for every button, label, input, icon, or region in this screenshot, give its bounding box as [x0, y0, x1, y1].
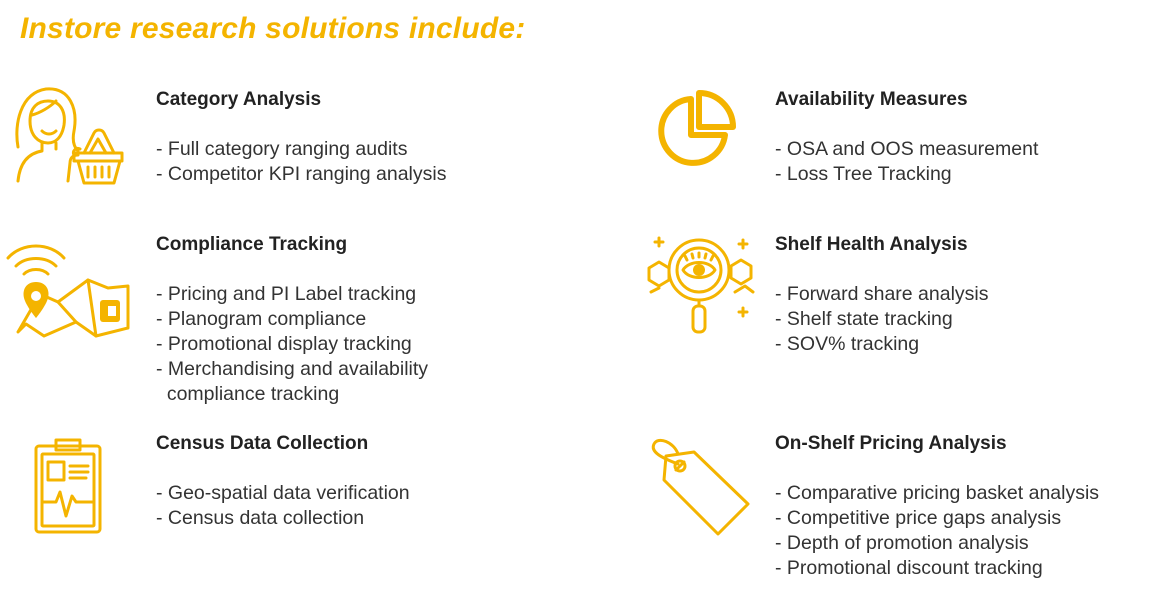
item-list: - Comparative pricing basket analysis - …: [775, 481, 1099, 581]
section-heading: Compliance Tracking: [156, 234, 348, 255]
list-item: - Census data collection: [156, 507, 365, 529]
section-heading: Shelf Health Analysis: [775, 234, 968, 255]
list-item: - Depth of promotion analysis: [775, 532, 1029, 554]
price-tag-icon: [648, 438, 752, 542]
magnifier-eye-icon: [645, 230, 755, 340]
section-heading: Availability Measures: [775, 89, 968, 110]
item-list: - Full category ranging audits - Competi…: [156, 137, 446, 187]
list-item: - Promotional discount tracking: [775, 557, 1043, 579]
list-item: - Planogram compliance: [156, 308, 367, 330]
list-item: - Forward share analysis: [775, 283, 989, 305]
list-item: - Geo-spatial data verification: [156, 482, 410, 504]
list-item: - Loss Tree Tracking: [775, 163, 952, 185]
list-item: compliance tracking: [156, 383, 340, 405]
item-list: - Forward share analysis - Shelf state t…: [775, 282, 989, 357]
list-item: - Full category ranging audits: [156, 138, 408, 160]
shopper-with-basket-icon: [12, 85, 124, 185]
list-item: - Competitor KPI ranging analysis: [156, 163, 447, 185]
list-item: - Merchandising and availability: [156, 358, 429, 380]
section-heading: Census Data Collection: [156, 433, 369, 454]
list-item: - SOV% tracking: [775, 333, 920, 355]
list-item: - Comparative pricing basket analysis: [775, 482, 1100, 504]
list-item: - Promotional display tracking: [156, 333, 412, 355]
item-list: - Pricing and PI Label tracking - Planog…: [156, 282, 428, 407]
list-item: - Competitive price gaps analysis: [775, 507, 1062, 529]
item-list: - OSA and OOS measurement - Loss Tree Tr…: [775, 137, 1038, 187]
page-title: Instore research solutions include:: [20, 12, 526, 45]
item-list: - Geo-spatial data verification - Census…: [156, 481, 410, 531]
clipboard-report-icon: [30, 436, 106, 536]
pie-chart-icon: [655, 89, 739, 173]
list-item: - OSA and OOS measurement: [775, 138, 1039, 160]
list-item: - Shelf state tracking: [775, 308, 953, 330]
section-heading: On-Shelf Pricing Analysis: [775, 433, 1007, 454]
map-location-pin-icon: [4, 236, 136, 346]
list-item: - Pricing and PI Label tracking: [156, 283, 417, 305]
section-heading: Category Analysis: [156, 89, 322, 110]
